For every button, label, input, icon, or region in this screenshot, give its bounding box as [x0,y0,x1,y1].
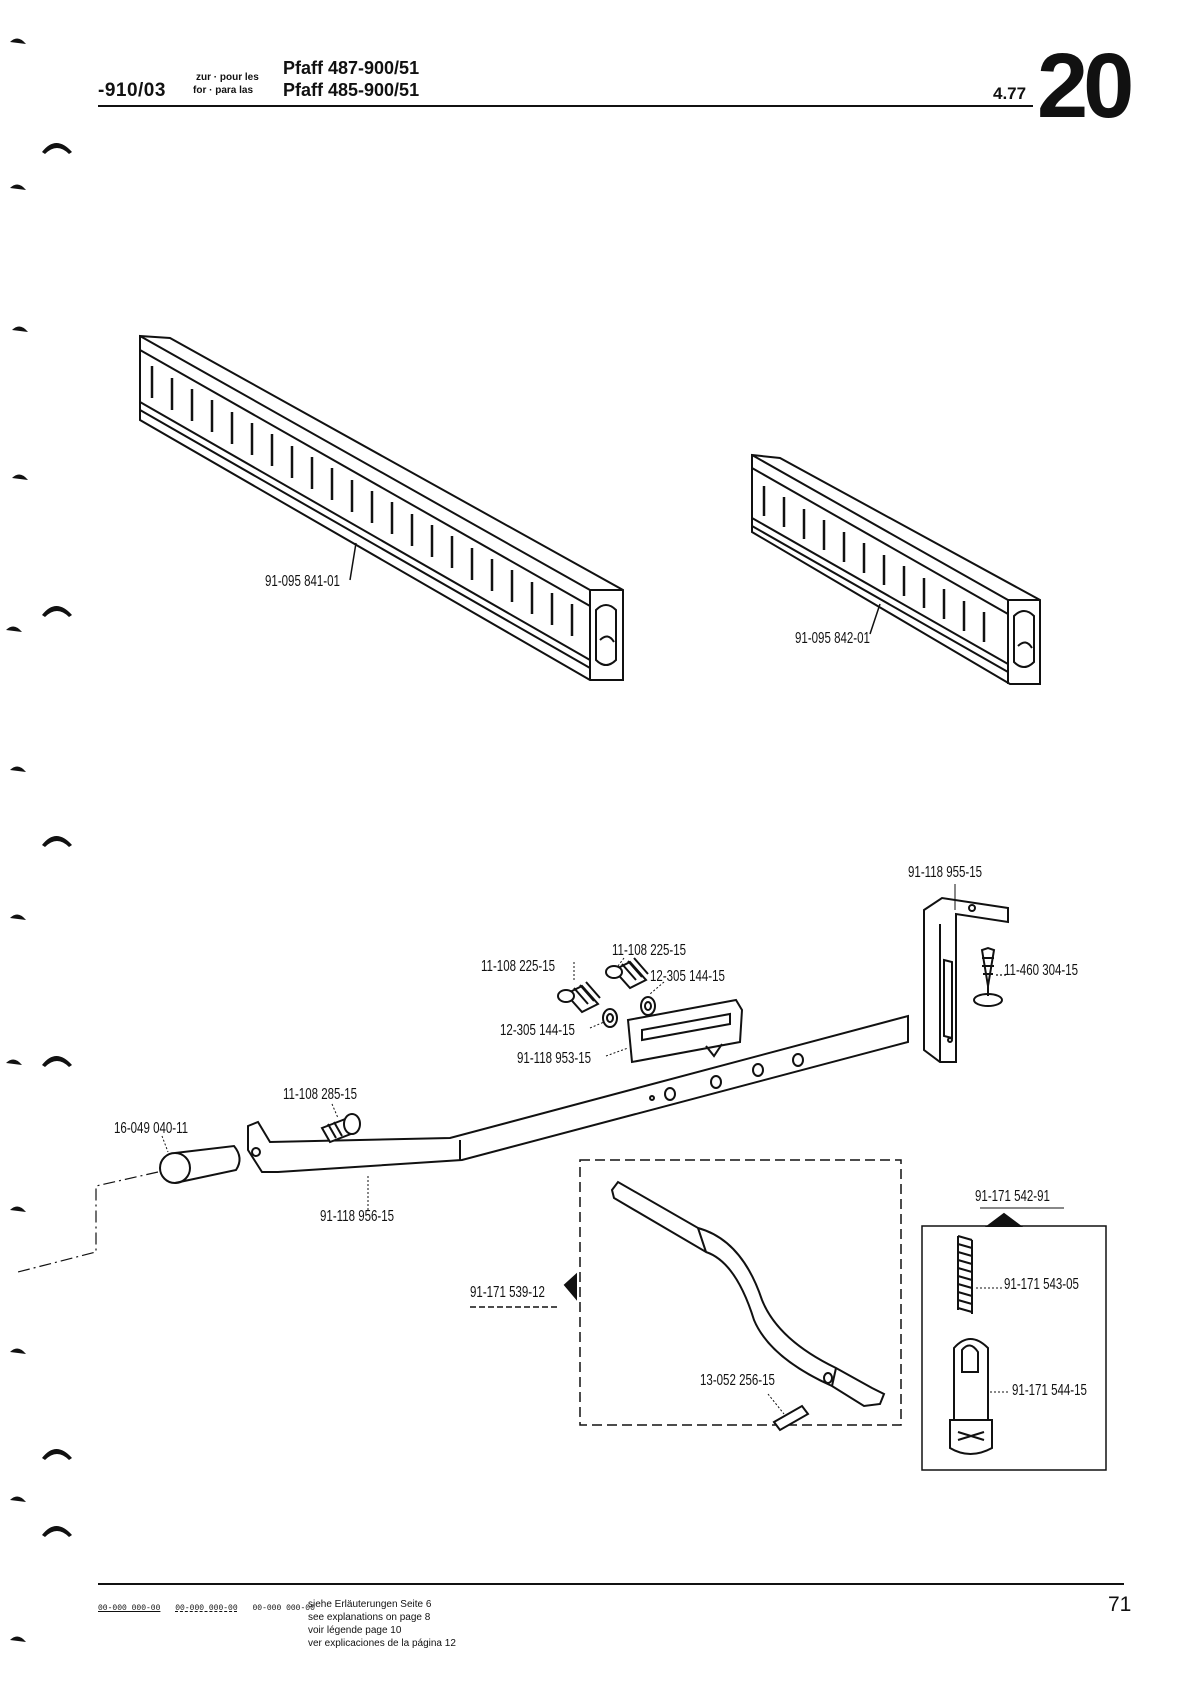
label-rail-short: 91-095 842-01 [795,630,870,647]
label-bracket: 91-118 955-15 [908,864,983,881]
page-number: 71 [1108,1593,1132,1616]
note-es: ver explicaciones de la página 12 [308,1638,456,1649]
label-spring: 91-171 543-05 [1004,1276,1079,1293]
label-arm: 91-118 956-15 [320,1208,395,1225]
legend-code-underlined: 00-000 000-00 [98,1604,161,1613]
label-screw-upper-left: 11-108 225-15 [481,958,556,975]
issue-date: 4.77 [993,84,1027,103]
footer-rule [98,1583,1124,1585]
label-wood-screw: 11-460 304-15 [1004,962,1079,979]
label-plunger: 91-171 544-15 [1012,1382,1087,1399]
model-name-2: Pfaff 485-900/51 [283,80,420,100]
sheet-number: 20 [1037,35,1134,137]
header-rule [98,105,1033,107]
label-knob: 16-049 040-11 [114,1120,189,1137]
label-rail-long: 91-095 841-01 [265,573,340,590]
label-assembly: 91-171 539-12 [470,1284,545,1301]
label-screw-upper-right: 11-108 225-15 [612,942,687,959]
label-screw-arm: 11-108 285-15 [283,1086,358,1103]
footer-notes: siehe Erläuterungen Seite 6 see explanat… [308,1598,456,1650]
note-fr: voir légende page 10 [308,1625,402,1636]
label-pin: 13-052 256-15 [700,1372,775,1389]
header-for-para: for · para las [193,85,254,96]
label-washer-lower: 12-305 144-15 [500,1022,575,1039]
note-en: see explanations on page 8 [308,1612,431,1623]
label-slide-block: 91-118 953-15 [517,1050,592,1067]
header-zur-pour: zur · pour les [196,72,259,83]
legend-codes: 00-000 000-00 00-000 000-00 00-000 000-0… [98,1604,325,1613]
model-code: -910/03 [98,80,166,101]
label-kit: 91-171 542-91 [975,1188,1050,1205]
label-washer-upper: 12-305 144-15 [650,968,725,985]
model-name-1: Pfaff 487-900/51 [283,58,420,78]
legend-code-plain: 00-000 000-00 [252,1604,315,1613]
legend-code-dashed: 00-000 000-00 [175,1604,238,1613]
note-de: siehe Erläuterungen Seite 6 [308,1599,432,1610]
